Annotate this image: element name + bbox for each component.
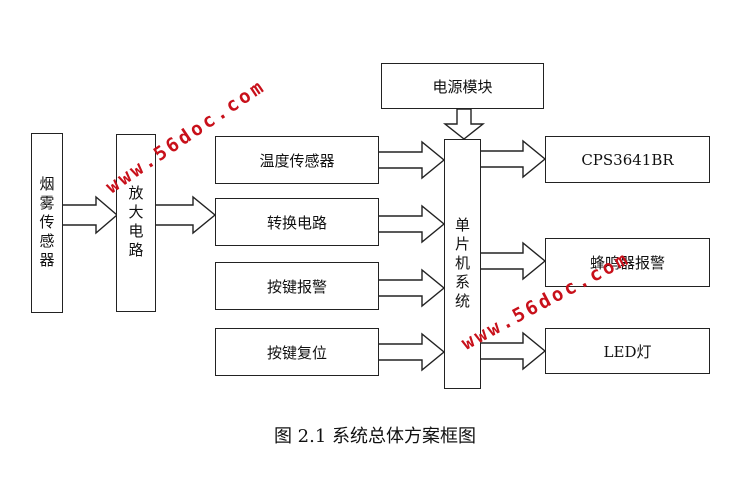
led-block: LED灯 xyxy=(545,328,710,374)
buzzer-block: 蜂鸣器报警 xyxy=(545,238,710,287)
arrow-mcu-to-display xyxy=(479,139,547,179)
power-block: 电源模块 xyxy=(381,63,544,109)
mcu-label: 单片机系统 xyxy=(453,216,471,312)
led-label: LED灯 xyxy=(603,342,652,361)
key-alarm-label: 按键报警 xyxy=(266,277,327,296)
arrow-temp-to-mcu xyxy=(377,140,446,180)
arrow-mcu-to-buzzer xyxy=(479,241,547,281)
arrow-power-to-mcu xyxy=(442,108,486,140)
power-label: 电源模块 xyxy=(432,77,493,96)
arrow-mcu-to-led xyxy=(479,331,547,371)
smoke-sensor-label: 烟雾传感器 xyxy=(37,175,56,271)
key-reset-label: 按键复位 xyxy=(266,343,327,362)
arrow-keyreset-to-mcu xyxy=(377,332,446,372)
mcu-block: 单片机系统 xyxy=(444,139,481,389)
arrow-convert-to-mcu xyxy=(377,204,446,244)
amplifier-block: 放大电路 xyxy=(116,134,156,312)
convert-label: 转换电路 xyxy=(266,213,327,232)
arrow-smoke-to-amp xyxy=(61,195,119,235)
amplifier-label: 放大电路 xyxy=(126,185,145,261)
figure-caption: 图 2.1 系统总体方案框图 xyxy=(273,426,477,447)
smoke-sensor-block: 烟雾传感器 xyxy=(31,133,63,313)
arrow-amp-to-convert xyxy=(154,195,217,235)
display-block: CPS3641BR xyxy=(545,136,710,183)
temp-sensor-label: 温度传感器 xyxy=(259,151,335,170)
temp-sensor-block: 温度传感器 xyxy=(215,136,379,184)
buzzer-label: 蜂鸣器报警 xyxy=(589,254,665,272)
key-alarm-block: 按键报警 xyxy=(215,262,379,310)
key-reset-block: 按键复位 xyxy=(215,328,379,376)
display-label: CPS3641BR xyxy=(581,150,674,169)
arrow-keyalarm-to-mcu xyxy=(377,268,446,308)
convert-block: 转换电路 xyxy=(215,198,379,246)
